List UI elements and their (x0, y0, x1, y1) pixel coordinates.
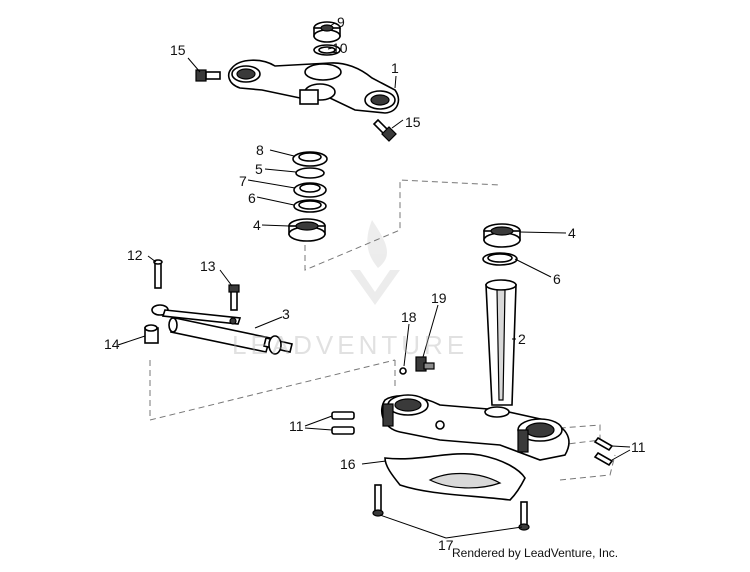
clamp-bolt-upper-right (372, 118, 397, 142)
callout-4-stem: 4 (568, 225, 576, 241)
callout-3: 3 (282, 306, 290, 322)
sensor-bracket (415, 356, 435, 372)
upper-triple-clamp (227, 59, 400, 114)
damper-bolt (228, 284, 240, 311)
callout-12: 12 (127, 247, 143, 263)
steering-damper (151, 304, 293, 355)
watermark-logo (350, 220, 400, 305)
stem-nut (313, 21, 341, 43)
cover-screw-left (372, 484, 384, 517)
bearing-race-upper (293, 199, 327, 213)
callout-11-left: 11 (289, 418, 304, 434)
cover-screw-right (518, 501, 530, 531)
callout-5: 5 (255, 161, 263, 177)
seal-ring (295, 167, 325, 179)
callout-6-stem: 6 (553, 271, 561, 287)
render-credit: Rendered by LeadVenture, Inc. (452, 546, 619, 560)
damper-bushing (144, 324, 159, 344)
callout-13: 13 (200, 258, 216, 274)
leader-lines (117, 22, 631, 539)
stem-race (482, 252, 518, 266)
lower-clamp-bolts-right (593, 436, 614, 467)
damper-pin (153, 259, 163, 289)
small-clip (399, 367, 407, 375)
callout-15-lower: 15 (405, 114, 421, 130)
callout-10: 10 (332, 40, 348, 56)
callout-16: 16 (340, 456, 356, 472)
bearing-upper (293, 182, 327, 198)
lower-clamp-bolts-left (331, 411, 355, 435)
callout-8: 8 (256, 142, 264, 158)
stem-washer (313, 44, 341, 56)
callout-18: 18 (401, 309, 417, 325)
dust-seal (292, 151, 328, 167)
callout-15-upper: 15 (170, 42, 186, 58)
bearing-lower-cup (288, 218, 326, 242)
callout-19: 19 (431, 290, 447, 306)
callout-9: 9 (337, 14, 345, 30)
watermark-text: LEADVENTURE (232, 330, 469, 360)
stem-bearing (483, 223, 521, 248)
callout-11-right: 11 (631, 439, 646, 455)
callout-4-stack: 4 (253, 217, 261, 233)
callout-17: 17 (438, 537, 454, 553)
callout-1: 1 (391, 60, 399, 76)
callout-6-stack: 6 (248, 190, 256, 206)
callout-14: 14 (104, 336, 120, 352)
lower-cover (384, 452, 526, 501)
clamp-bolt-upper-left (195, 69, 221, 82)
callout-7: 7 (239, 173, 247, 189)
lower-triple-clamp-stem (381, 279, 570, 461)
callouts: 9 10 1 15 15 8 5 7 6 4 4 6 12 13 3 14 2 … (104, 14, 646, 553)
callout-2: 2 (518, 331, 526, 347)
